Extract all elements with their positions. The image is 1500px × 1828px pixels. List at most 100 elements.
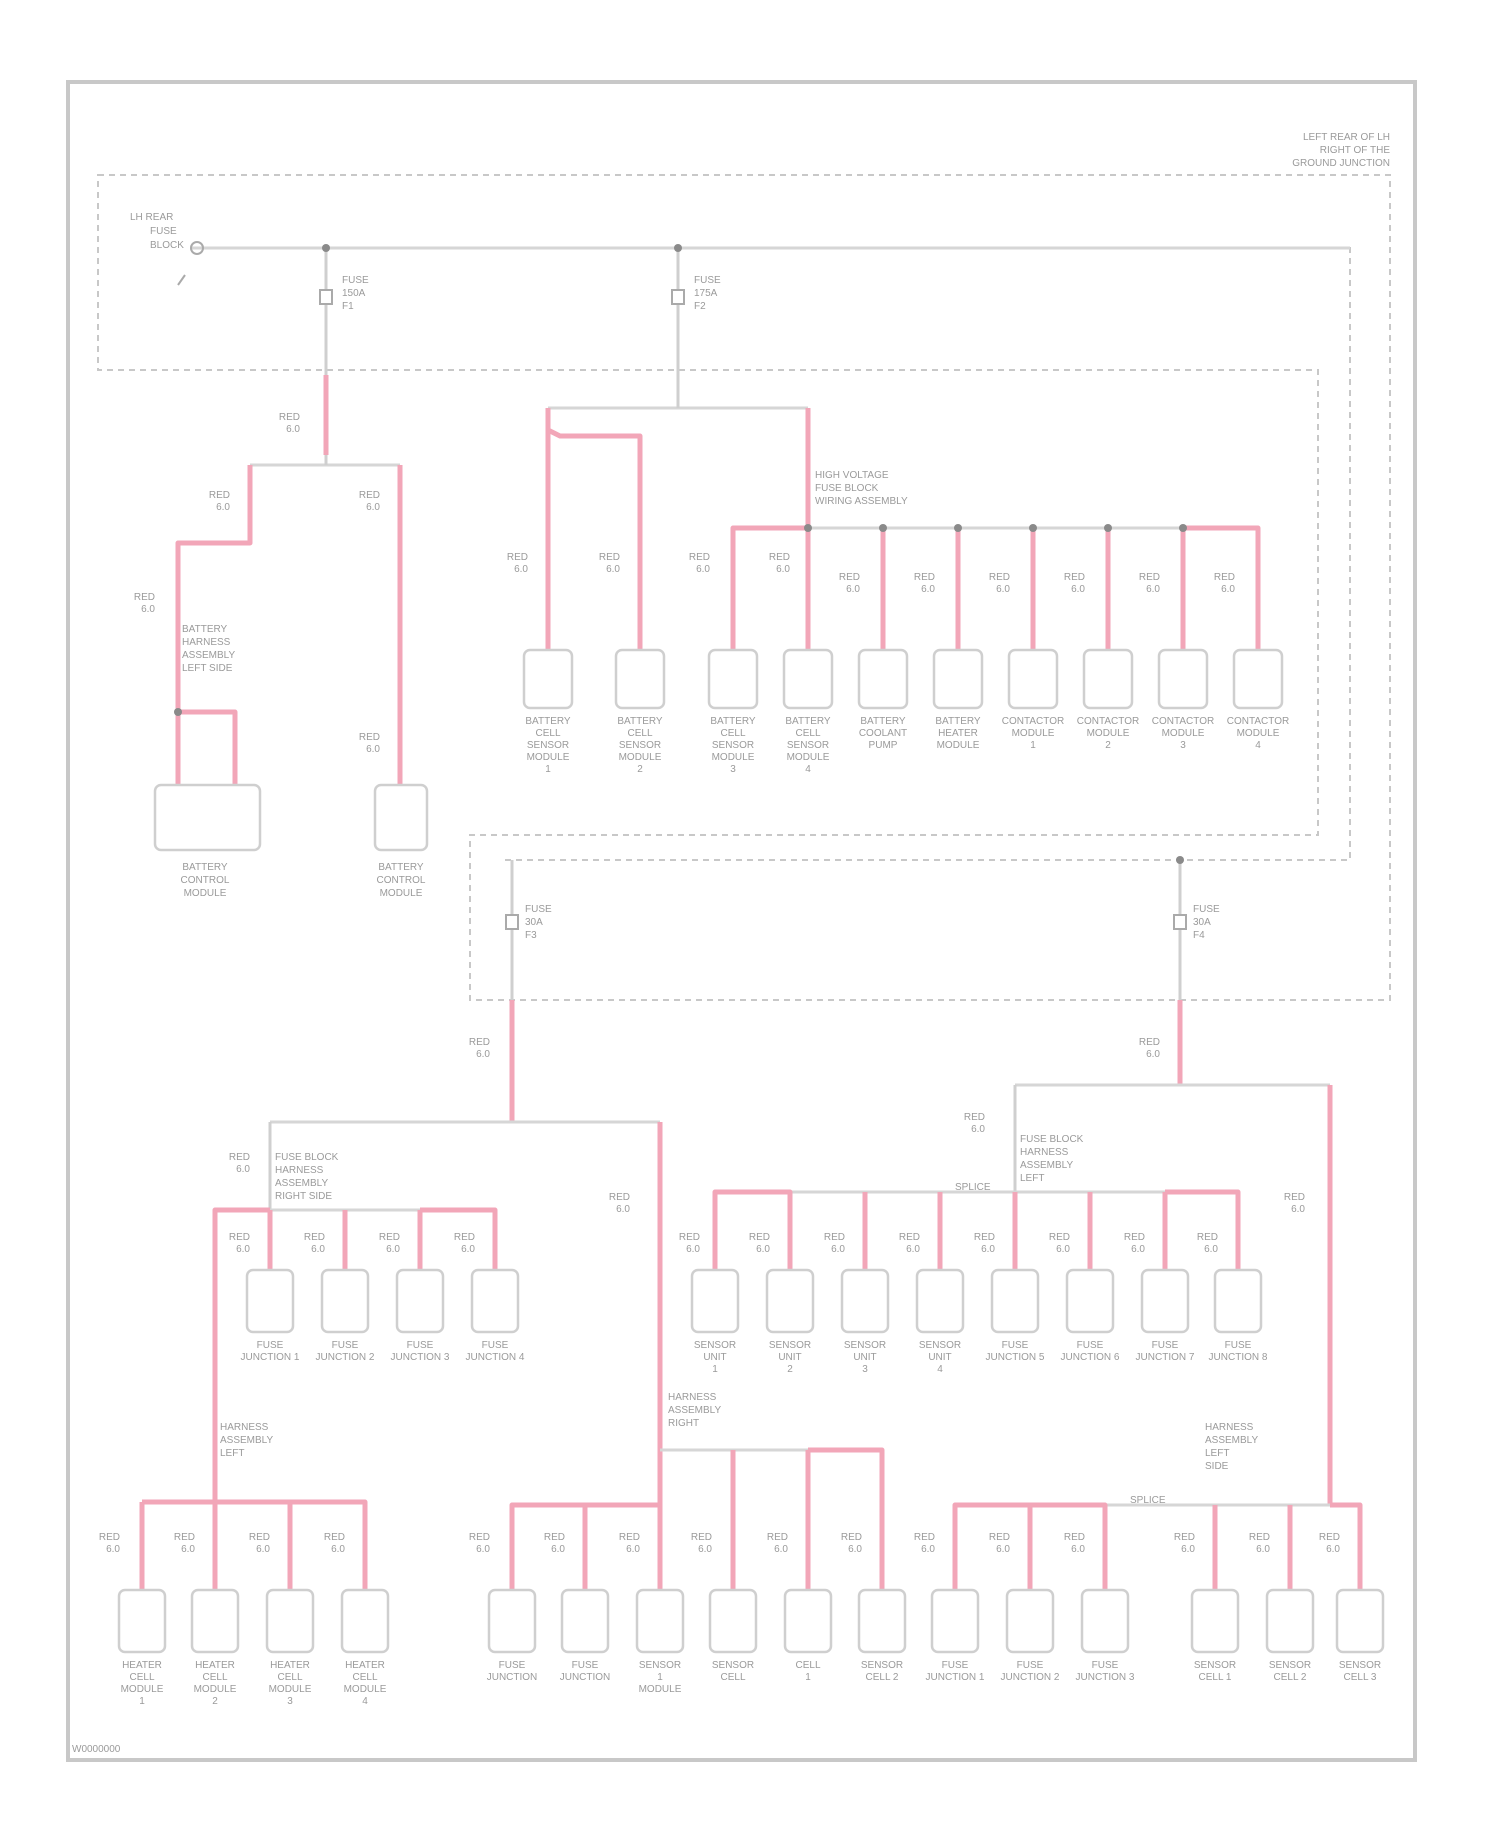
top-row-components: BATTERYCELLSENSORMODULE1BATTERYCELLSENSO… [524, 650, 1289, 775]
bottom-left-comp-label-1-3: MODULE [121, 1684, 164, 1695]
wire-size-5: 6.0 [366, 744, 380, 755]
wire-code-35: RED [174, 1532, 195, 1543]
top-connector-note: HIGH VOLTAGE FUSE BLOCK WIRING ASSEMBLY [815, 470, 908, 507]
top-row-comp-label-3-1: BATTERY [710, 716, 756, 727]
wire-size-44: 6.0 [921, 1544, 935, 1555]
top-row-comp-label-4-2: CELL [795, 728, 820, 739]
mid-right-comp-label-5-1: FUSE [1002, 1340, 1029, 1351]
top-node-1 [804, 524, 812, 532]
wire-size-43: 6.0 [848, 1544, 862, 1555]
mid-left-comp-label-3-2: JUNCTION 3 [391, 1352, 450, 1363]
fuse-d-label-3: F4 [1193, 930, 1205, 941]
wire-code-37: RED [324, 1532, 345, 1543]
bottom-mid-comp-label-2-1: FUSE [572, 1660, 599, 1671]
bottom-left-comp-box-4 [342, 1590, 388, 1652]
top-node-2 [879, 524, 887, 532]
wire-size-26: 6.0 [686, 1244, 700, 1255]
fuse-b-label-2: 175A [694, 288, 718, 299]
bottom-mid-comp-label-4-2: CELL [720, 1672, 745, 1683]
bottom-right-comp-label-5-1: SENSOR [1269, 1660, 1311, 1671]
wire-code-13: RED [1064, 572, 1085, 583]
conn-note-mr-1: FUSE BLOCK [1020, 1134, 1084, 1145]
wire-code-43: RED [841, 1532, 862, 1543]
mid-right-comp-label-2-3: 2 [787, 1364, 793, 1375]
wire-size-3: 6.0 [366, 502, 380, 513]
wire-size-24: 6.0 [386, 1244, 400, 1255]
conn-note-left-1: BATTERY [182, 624, 228, 635]
bottom-mid-comp-label-5-2: 1 [805, 1672, 811, 1683]
mid-right-comp-box-5 [992, 1270, 1038, 1332]
top-node-6 [1179, 524, 1187, 532]
mid-right-junction-label: SPLICE [955, 1182, 991, 1193]
mid-left-comp-box-1 [247, 1270, 293, 1332]
fuse-c-icon [506, 915, 518, 929]
fuse-b-node [674, 244, 682, 252]
wire-size-45: 6.0 [996, 1544, 1010, 1555]
mid-right-comp-label-4-1: SENSOR [919, 1340, 961, 1351]
mid-left-comp-box-4 [472, 1270, 518, 1332]
fuse-b-label-1: FUSE [694, 275, 721, 286]
fuse-block-enclosure [98, 175, 1390, 1000]
top-row-comp-label-8-1: CONTACTOR [1077, 716, 1139, 727]
wire-code-49: RED [1319, 1532, 1340, 1543]
conn-note-bm-1: HARNESS [668, 1392, 717, 1403]
wire-code-44: RED [914, 1532, 935, 1543]
mid-right-comp-label-6-2: JUNCTION 6 [1061, 1352, 1120, 1363]
wire-cell-sensor-2 [548, 408, 640, 650]
conn-note-left-4: LEFT SIDE [182, 663, 233, 674]
top-row-comp-box-7 [1009, 650, 1057, 708]
wire-code-5: RED [359, 732, 380, 743]
wire-code-23: RED [304, 1232, 325, 1243]
wire-code-40: RED [619, 1532, 640, 1543]
top-row-comp-label-2-1: BATTERY [617, 716, 663, 727]
mid-right-comp-label-5-2: JUNCTION 5 [986, 1352, 1045, 1363]
mid-right-comp-box-1 [692, 1270, 738, 1332]
wire-code-27: RED [749, 1232, 770, 1243]
wire-size-28: 6.0 [831, 1244, 845, 1255]
fuse-c-label-1: FUSE [525, 904, 552, 915]
mid-right-comp-box-2 [767, 1270, 813, 1332]
conn-note-top-1: HIGH VOLTAGE [815, 470, 889, 481]
mid-right-comp-label-7-1: FUSE [1152, 1340, 1179, 1351]
conn-note-br-2: ASSEMBLY [1205, 1435, 1258, 1446]
conn-note-br-3: LEFT [1205, 1448, 1229, 1459]
wire-size-8: 6.0 [696, 564, 710, 575]
top-row-comp-label-9-1: CONTACTOR [1152, 716, 1214, 727]
wire-size-6: 6.0 [514, 564, 528, 575]
wire-bottom-mid [512, 1450, 882, 1590]
wire-code-47: RED [1174, 1532, 1195, 1543]
bottom-right-comp-label-3-2: JUNCTION 3 [1076, 1672, 1135, 1683]
bottom-right-comp-box-4 [1192, 1590, 1238, 1652]
wire-code-20: RED [964, 1112, 985, 1123]
top-row-comp-box-4 [784, 650, 832, 708]
mid-right-comp-label-8-2: JUNCTION 8 [1209, 1352, 1268, 1363]
fuse-d-label-1: FUSE [1193, 904, 1220, 915]
main-fuse-label-2: FUSE [150, 226, 177, 237]
conn-note-top-3: WIRING ASSEMBLY [815, 496, 908, 507]
top-row-comp-label-6-3: MODULE [937, 740, 980, 751]
bottom-right-comp-label-2-1: FUSE [1017, 1660, 1044, 1671]
wire-code-3: RED [359, 490, 380, 501]
bottom-left-comp-box-2 [192, 1590, 238, 1652]
bottom-mid-comp-label-1-2: JUNCTION [487, 1672, 538, 1683]
conn-note-left-3: ASSEMBLY [182, 650, 235, 661]
wire-size-36: 6.0 [256, 1544, 270, 1555]
mid-right-comp-label-4-2: UNIT [928, 1352, 951, 1363]
conn-note-ml-2: HARNESS [275, 1165, 324, 1176]
bottom-left-comp-label-2-3: MODULE [194, 1684, 237, 1695]
bottom-right-comp-box-6 [1337, 1590, 1383, 1652]
wire-size-27: 6.0 [756, 1244, 770, 1255]
wire-code-8: RED [689, 552, 710, 563]
wire-code-9: RED [769, 552, 790, 563]
bottom-right-comp-box-3 [1082, 1590, 1128, 1652]
bottom-mid-comp-box-5 [785, 1590, 831, 1652]
bottom-left-comp-box-1 [119, 1590, 165, 1652]
wire-size-37: 6.0 [331, 1544, 345, 1555]
mid-left-components: FUSEJUNCTION 1FUSEJUNCTION 2FUSEJUNCTION… [241, 1270, 525, 1363]
conn-note-left-2: HARNESS [182, 637, 231, 648]
mid-right-comp-label-2-1: SENSOR [769, 1340, 811, 1351]
top-row-comp-label-10-1: CONTACTOR [1227, 716, 1289, 727]
bottom-right-comp-label-4-2: CELL 1 [1199, 1672, 1232, 1683]
wire-size-19: 6.0 [616, 1204, 630, 1215]
mid-right-comp-box-7 [1142, 1270, 1188, 1332]
